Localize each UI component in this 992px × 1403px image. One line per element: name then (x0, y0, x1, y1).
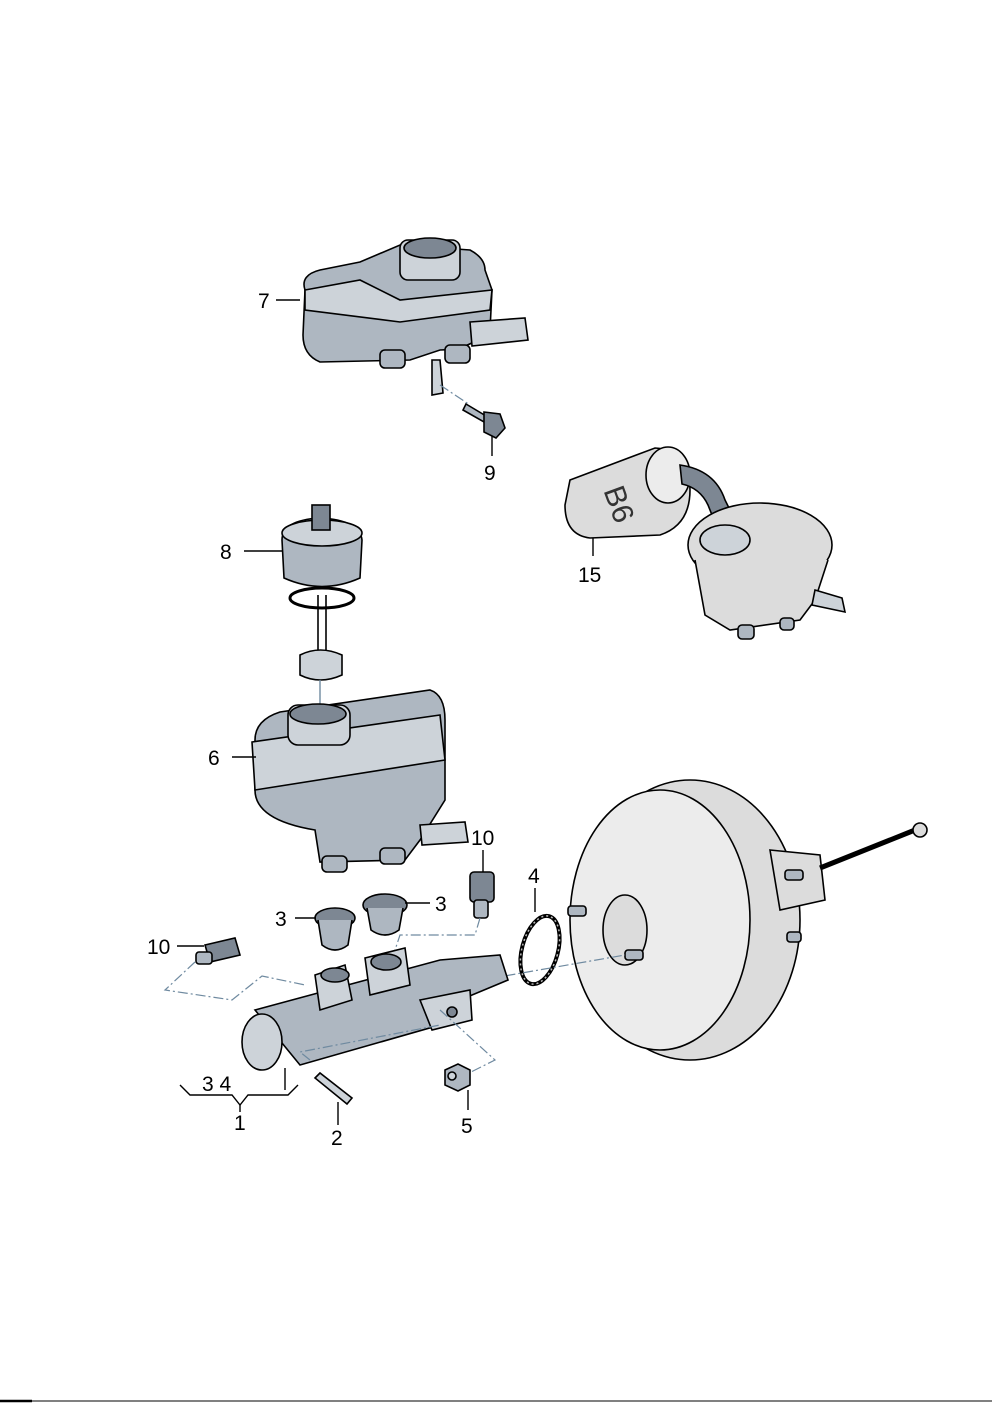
callout-15: 15 (578, 564, 601, 587)
callout-1: 1 (234, 1112, 246, 1135)
callout-6: 6 (208, 747, 220, 770)
part-7-reservoir[interactable] (302, 237, 529, 396)
part-2-pin[interactable] (313, 1071, 354, 1106)
part-3-seal-right[interactable] (362, 893, 408, 936)
part-5-nut[interactable] (444, 1063, 471, 1092)
brake-booster[interactable] (469, 779, 928, 1061)
callout-10-left: 10 (147, 936, 170, 959)
callout-3-4: 3 4 (202, 1073, 232, 1096)
part-10-pressure-switch-left[interactable] (163, 937, 306, 1001)
callout-9: 9 (484, 462, 496, 485)
callout-8: 8 (220, 541, 232, 564)
callout-2: 2 (331, 1127, 343, 1150)
part-1-master-cylinder[interactable] (241, 947, 509, 1071)
callout-10-right: 10 (471, 827, 494, 850)
part-10-pressure-switch-right[interactable] (394, 871, 495, 951)
part-6-reservoir[interactable] (251, 689, 469, 873)
part-8-cap-sender[interactable] (281, 504, 363, 681)
part-15-pump-unit[interactable]: B6 (564, 446, 847, 640)
part-3-seal-left[interactable] (314, 907, 356, 951)
callout-4: 4 (528, 865, 540, 888)
callout-5: 5 (461, 1115, 473, 1138)
callout-7: 7 (258, 290, 270, 313)
callout-3-left: 3 (275, 908, 287, 931)
callout-3-right: 3 (435, 893, 447, 916)
part-4-seal-ring[interactable] (514, 912, 567, 989)
part-9-bolt[interactable] (439, 384, 506, 439)
